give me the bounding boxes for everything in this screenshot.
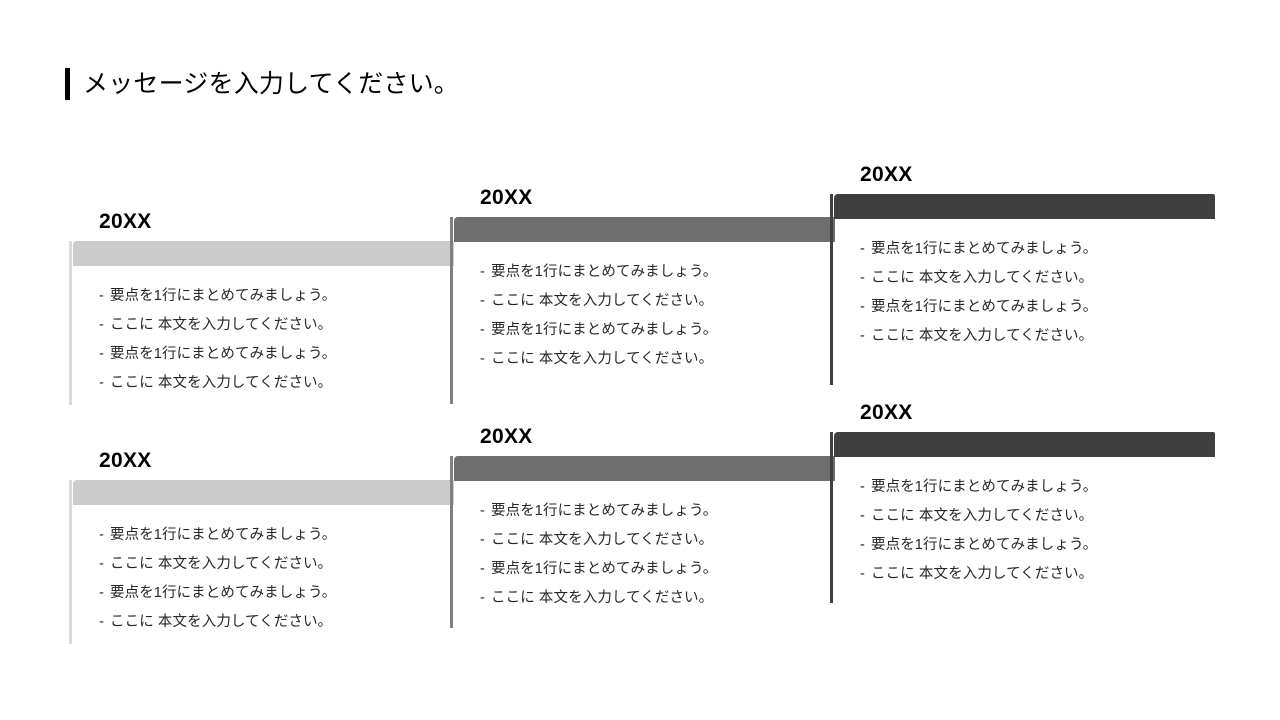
list-item-text: ここに 本文を入力してください。	[871, 508, 1094, 524]
list-item-text: ここに 本文を入力してください。	[110, 375, 333, 391]
card-left-rule	[830, 432, 833, 603]
bullet-dash-icon: -	[99, 317, 104, 333]
list-item-text: ここに 本文を入力してください。	[871, 328, 1094, 344]
card-left-rule	[69, 480, 72, 644]
card-year-label: 20XX	[99, 449, 152, 472]
list-item: -要点を1行にまとめてみましょう。	[480, 555, 717, 584]
bullet-dash-icon: -	[480, 532, 485, 548]
card-left-rule	[450, 456, 453, 628]
bullet-dash-icon: -	[480, 503, 485, 519]
bullet-dash-icon: -	[480, 351, 485, 367]
card-header-bar	[834, 432, 1215, 457]
list-item: -要点を1行にまとめてみましょう。	[860, 235, 1097, 264]
bullet-dash-icon: -	[860, 479, 865, 495]
list-item-text: 要点を1行にまとめてみましょう。	[491, 322, 718, 338]
list-item-text: ここに 本文を入力してください。	[110, 556, 333, 572]
list-item: -ここに 本文を入力してください。	[99, 369, 336, 398]
list-item: -要点を1行にまとめてみましょう。	[99, 521, 336, 550]
card-left-rule	[69, 241, 72, 405]
list-item: -要点を1行にまとめてみましょう。	[860, 473, 1097, 502]
card-bullet-list: -要点を1行にまとめてみましょう。 -ここに 本文を入力してください。 -要点を…	[480, 258, 717, 374]
card-header-bar	[834, 194, 1215, 219]
bullet-dash-icon: -	[860, 508, 865, 524]
bullet-dash-icon: -	[860, 270, 865, 286]
list-item: -要点を1行にまとめてみましょう。	[99, 282, 336, 311]
page-title: メッセージを入力してください。	[83, 70, 460, 98]
bullet-dash-icon: -	[99, 527, 104, 543]
list-item-text: 要点を1行にまとめてみましょう。	[110, 585, 337, 601]
list-item-text: 要点を1行にまとめてみましょう。	[491, 561, 718, 577]
card-left-rule	[830, 194, 833, 385]
list-item-text: 要点を1行にまとめてみましょう。	[110, 527, 337, 543]
list-item: -ここに 本文を入力してください。	[99, 608, 336, 637]
list-item-text: 要点を1行にまとめてみましょう。	[871, 299, 1098, 315]
list-item-text: 要点を1行にまとめてみましょう。	[871, 479, 1098, 495]
bullet-dash-icon: -	[860, 328, 865, 344]
bullet-dash-icon: -	[860, 537, 865, 553]
list-item: -ここに 本文を入力してください。	[480, 287, 717, 316]
card-header-bar	[73, 480, 454, 505]
list-item: -ここに 本文を入力してください。	[480, 345, 717, 374]
bullet-dash-icon: -	[480, 322, 485, 338]
list-item: -要点を1行にまとめてみましょう。	[480, 258, 717, 287]
list-item-text: 要点を1行にまとめてみましょう。	[110, 346, 337, 362]
list-item-text: ここに 本文を入力してください。	[110, 317, 333, 333]
bullet-dash-icon: -	[99, 585, 104, 601]
list-item-text: ここに 本文を入力してください。	[491, 590, 714, 606]
bullet-dash-icon: -	[480, 561, 485, 577]
list-item: -ここに 本文を入力してください。	[860, 264, 1097, 293]
bullet-dash-icon: -	[860, 566, 865, 582]
list-item: -要点を1行にまとめてみましょう。	[860, 531, 1097, 560]
list-item: -要点を1行にまとめてみましょう。	[99, 579, 336, 608]
list-item-text: 要点を1行にまとめてみましょう。	[491, 264, 718, 280]
bullet-dash-icon: -	[99, 556, 104, 572]
list-item-text: 要点を1行にまとめてみましょう。	[871, 537, 1098, 553]
list-item-text: ここに 本文を入力してください。	[110, 614, 333, 630]
list-item-text: ここに 本文を入力してください。	[871, 270, 1094, 286]
bullet-dash-icon: -	[860, 299, 865, 315]
list-item: -ここに 本文を入力してください。	[480, 584, 717, 613]
card-year-label: 20XX	[480, 186, 533, 209]
bullet-dash-icon: -	[480, 293, 485, 309]
list-item: -ここに 本文を入力してください。	[99, 550, 336, 579]
title-accent-bar	[65, 68, 70, 100]
card-year-label: 20XX	[860, 401, 913, 424]
card-bullet-list: -要点を1行にまとめてみましょう。 -ここに 本文を入力してください。 -要点を…	[860, 473, 1097, 589]
list-item: -ここに 本文を入力してください。	[860, 560, 1097, 589]
card-year-label: 20XX	[860, 163, 913, 186]
list-item-text: 要点を1行にまとめてみましょう。	[110, 288, 337, 304]
card-year-label: 20XX	[99, 210, 152, 233]
card-bullet-list: -要点を1行にまとめてみましょう。 -ここに 本文を入力してください。 -要点を…	[860, 235, 1097, 351]
bullet-dash-icon: -	[99, 346, 104, 362]
list-item: -ここに 本文を入力してください。	[480, 526, 717, 555]
bullet-dash-icon: -	[480, 264, 485, 280]
list-item-text: ここに 本文を入力してください。	[491, 293, 714, 309]
list-item-text: ここに 本文を入力してください。	[871, 566, 1094, 582]
bullet-dash-icon: -	[480, 590, 485, 606]
card-bullet-list: -要点を1行にまとめてみましょう。 -ここに 本文を入力してください。 -要点を…	[99, 521, 336, 637]
list-item: -要点を1行にまとめてみましょう。	[480, 497, 717, 526]
bullet-dash-icon: -	[860, 241, 865, 257]
list-item: -ここに 本文を入力してください。	[860, 322, 1097, 351]
list-item-text: ここに 本文を入力してください。	[491, 351, 714, 367]
slide-title: メッセージを入力してください。	[65, 66, 459, 102]
card-left-rule	[450, 217, 453, 404]
card-header-bar	[454, 456, 835, 481]
bullet-dash-icon: -	[99, 614, 104, 630]
list-item-text: ここに 本文を入力してください。	[491, 532, 714, 548]
card-bullet-list: -要点を1行にまとめてみましょう。 -ここに 本文を入力してください。 -要点を…	[480, 497, 717, 613]
list-item: -要点を1行にまとめてみましょう。	[99, 340, 336, 369]
bullet-dash-icon: -	[99, 375, 104, 391]
list-item: -ここに 本文を入力してください。	[860, 502, 1097, 531]
card-bullet-list: -要点を1行にまとめてみましょう。 -ここに 本文を入力してください。 -要点を…	[99, 282, 336, 398]
list-item-text: 要点を1行にまとめてみましょう。	[491, 503, 718, 519]
card-header-bar	[454, 217, 835, 242]
list-item: -要点を1行にまとめてみましょう。	[860, 293, 1097, 322]
bullet-dash-icon: -	[99, 288, 104, 304]
card-year-label: 20XX	[480, 425, 533, 448]
list-item: -要点を1行にまとめてみましょう。	[480, 316, 717, 345]
list-item-text: 要点を1行にまとめてみましょう。	[871, 241, 1098, 257]
card-header-bar	[73, 241, 454, 266]
list-item: -ここに 本文を入力してください。	[99, 311, 336, 340]
